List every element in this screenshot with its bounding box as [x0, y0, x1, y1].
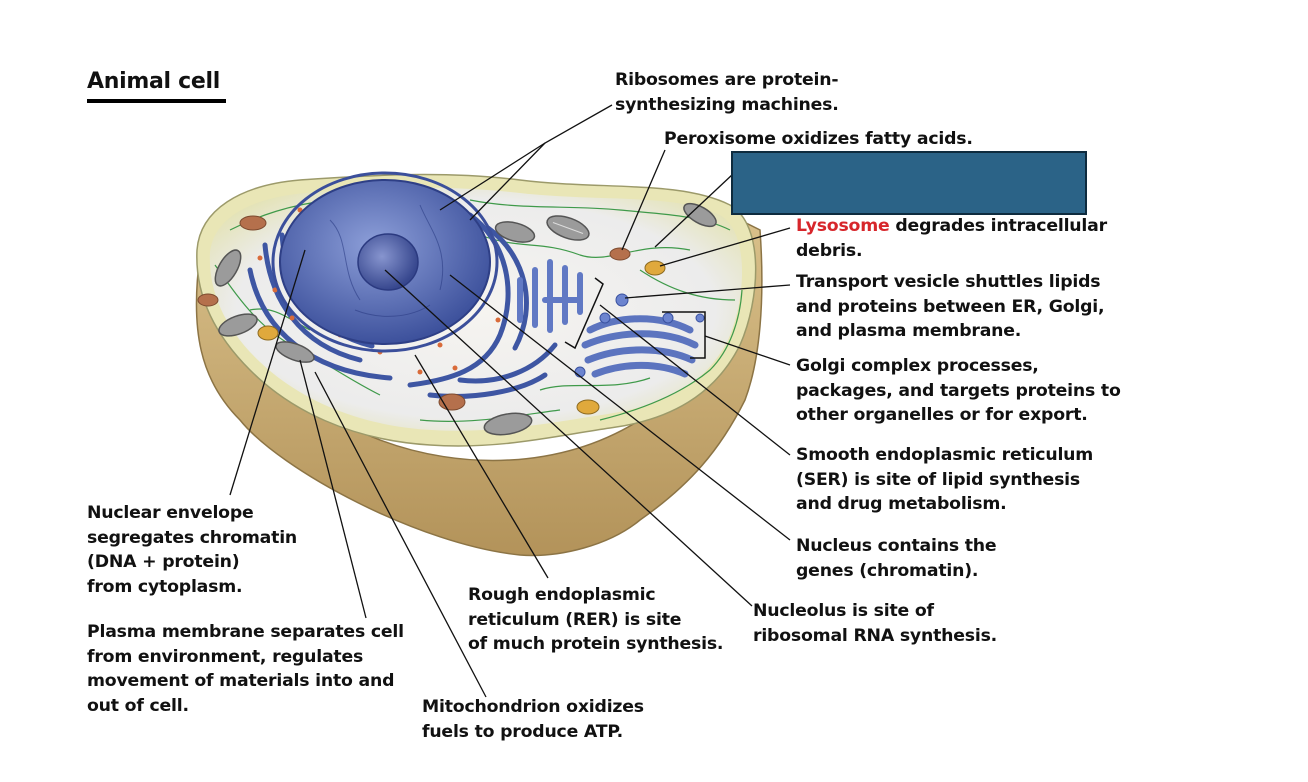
- label-plasma-membrane-line-2: from environment, regulates: [87, 646, 364, 667]
- peroxisomes: [257, 260, 666, 415]
- label-plasma-membrane-line-1: Plasma membrane separates cell: [87, 622, 404, 642]
- label-ser-line-3: and drug metabolism.: [796, 494, 1007, 514]
- cell-side-wall: [195, 218, 763, 557]
- label-transport-vesicle-line-1: Transport vesicle shuttles lipids: [796, 272, 1101, 292]
- label-golgi-line-1: Golgi complex processes,: [796, 356, 1039, 376]
- label-golgi: Golgi complex processes, packages, and t…: [796, 354, 1121, 428]
- golgi-bracket: [662, 311, 706, 359]
- mitochondria: [214, 202, 717, 436]
- label-nuclear-envelope: Nuclear envelope segregates chromatin (D…: [87, 501, 297, 599]
- label-golgi-line-2: packages, and targets proteins to: [796, 380, 1121, 401]
- label-mitochondrion: Mitochondrion oxidizes fuels to produce …: [422, 695, 644, 744]
- label-transport-vesicle-line-3: and plasma membrane.: [796, 321, 1022, 341]
- label-nucleolus-line-1: Nucleolus is site of: [753, 601, 934, 621]
- label-transport-vesicle: Transport vesicle shuttles lipids and pr…: [796, 270, 1105, 344]
- lysosome-term: Lysosome: [796, 216, 890, 236]
- cytoskeleton-filaments: [214, 199, 743, 422]
- label-ser-line-2: (SER) is site of lipid synthesis: [796, 469, 1080, 490]
- label-mitochondrion-line-1: Mitochondrion oxidizes: [422, 697, 644, 717]
- label-nuclear-envelope-line-3: (DNA + protein): [87, 552, 240, 572]
- label-nucleus-line-1: Nucleus contains the: [796, 536, 997, 556]
- label-peroxisome-line-1: Peroxisome oxidizes fatty acids.: [664, 129, 973, 149]
- smooth-er: [517, 259, 583, 333]
- label-rer-line-2: reticulum (RER) is site: [468, 609, 682, 630]
- figure-title: Animal cell: [87, 69, 220, 94]
- label-ribosomes: Ribosomes are protein- synthesizing mach…: [615, 68, 839, 117]
- title-underline: [87, 99, 226, 103]
- chromatin: [329, 204, 444, 317]
- redaction-box: [731, 151, 1087, 215]
- label-nuclear-envelope-line-2: segregates chromatin: [87, 527, 298, 548]
- label-nucleolus: Nucleolus is site of ribosomal RNA synth…: [753, 599, 997, 648]
- label-nucleus: Nucleus contains the genes (chromatin).: [796, 534, 997, 583]
- label-rer: Rough endoplasmic reticulum (RER) is sit…: [468, 583, 723, 657]
- label-mitochondrion-line-2: fuels to produce ATP.: [422, 721, 624, 742]
- label-plasma-membrane-line-3: movement of materials into and: [87, 671, 395, 691]
- label-ribosomes-line-1: Ribosomes are protein-: [615, 70, 839, 90]
- label-plasma-membrane-line-4: out of cell.: [87, 695, 189, 716]
- label-rer-line-3: of much protein synthesis.: [468, 634, 724, 654]
- nucleolus: [357, 233, 419, 291]
- label-nuclear-envelope-line-1: Nuclear envelope: [87, 503, 254, 523]
- label-ser: Smooth endoplasmic reticulum (SER) is si…: [796, 443, 1093, 517]
- label-lysosome: Lysosome degrades intracellular debris.: [796, 214, 1107, 263]
- leader-lines: [229, 104, 791, 698]
- label-lysosome-line-2: debris.: [796, 240, 863, 261]
- label-nuclear-envelope-line-4: from cytoplasm.: [87, 576, 243, 597]
- nuclear-envelope-outer: [271, 171, 499, 353]
- label-nucleolus-line-2: ribosomal RNA synthesis.: [753, 625, 998, 646]
- label-lysosome-line-1: Lysosome degrades intracellular: [796, 214, 1107, 239]
- label-ser-line-1: Smooth endoplasmic reticulum: [796, 445, 1094, 465]
- lysosome-line-1-rest: degrades intracellular: [889, 216, 1107, 236]
- ser-bracket: [564, 277, 604, 350]
- lysosomes: [197, 215, 631, 411]
- label-rer-line-1: Rough endoplasmic: [468, 585, 656, 605]
- label-golgi-line-3: other organelles or for export.: [796, 405, 1088, 425]
- label-peroxisome: Peroxisome oxidizes fatty acids.: [664, 127, 973, 152]
- label-transport-vesicle-line-2: and proteins between ER, Golgi,: [796, 296, 1105, 317]
- golgi-complex: [581, 315, 699, 378]
- label-nucleus-line-2: genes (chromatin).: [796, 560, 979, 581]
- label-plasma-membrane: Plasma membrane separates cell from envi…: [87, 620, 404, 718]
- label-ribosomes-line-2: synthesizing machines.: [615, 94, 839, 115]
